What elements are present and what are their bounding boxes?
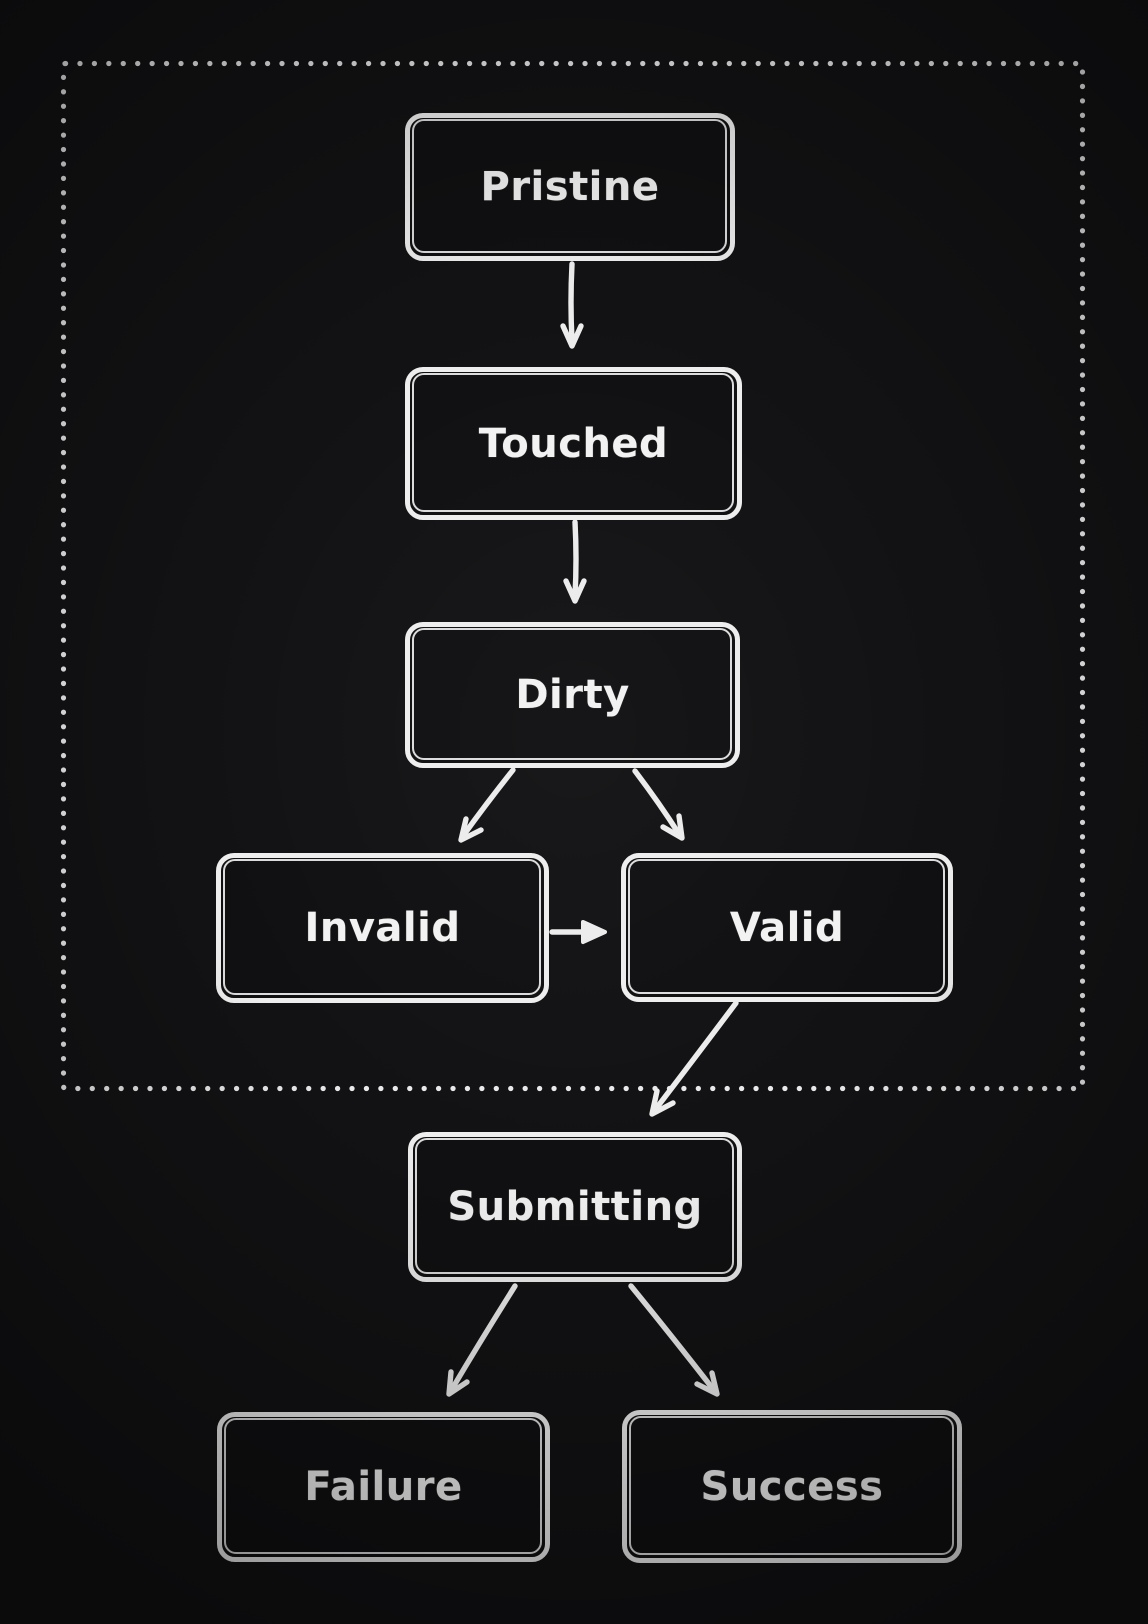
arrow-dirty-invalid: [458, 767, 516, 843]
node-dirty-label: Dirty: [515, 672, 630, 718]
node-touched-label: Touched: [478, 420, 669, 467]
node-invalid: Invalid: [216, 853, 549, 1003]
node-failure-label: Failure: [304, 1464, 463, 1510]
node-dirty: Dirty: [405, 622, 740, 768]
node-failure: Failure: [217, 1412, 550, 1562]
arrow-valid-submitting: [649, 1000, 739, 1117]
node-submitting-label: Submitting: [447, 1184, 703, 1230]
node-success-label: Success: [700, 1463, 884, 1510]
node-invalid-label: Invalid: [304, 905, 461, 951]
node-success: Success: [622, 1410, 962, 1563]
arrow-touched-dirty: [563, 519, 587, 604]
arrow-pristine-touched: [560, 261, 584, 349]
group-dotted-border: [60, 60, 1086, 1092]
arrow-invalid-valid: [549, 920, 607, 944]
node-valid: Valid: [621, 853, 953, 1002]
arrow-submitting-success: [628, 1283, 720, 1397]
node-pristine-label: Pristine: [480, 164, 660, 210]
node-submitting: Submitting: [408, 1132, 742, 1282]
node-valid-label: Valid: [729, 904, 845, 951]
arrow-submitting-failure: [446, 1283, 518, 1397]
node-pristine: Pristine: [405, 113, 735, 261]
node-touched: Touched: [405, 367, 742, 520]
arrow-dirty-valid: [632, 768, 685, 841]
